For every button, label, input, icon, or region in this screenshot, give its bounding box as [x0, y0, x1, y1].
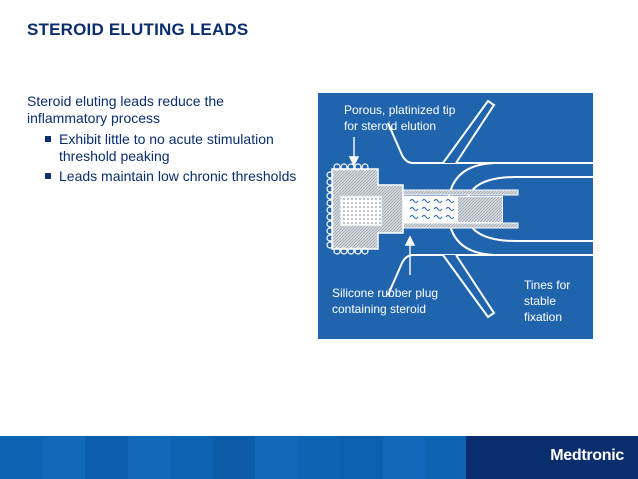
- label-plug-line2: containing steroid: [332, 302, 426, 316]
- bullet-item: Leads maintain low chronic thresholds: [45, 168, 307, 185]
- label-plug-line1: Silicone rubber plug: [332, 286, 438, 300]
- conductor-top: [402, 189, 519, 196]
- bullet-square-icon: [45, 173, 51, 179]
- tines: [442, 99, 496, 319]
- label-tip-line1: Porous, platinized tip: [344, 103, 456, 117]
- conductor-bottom: [402, 222, 519, 229]
- callout-arrows: [348, 137, 416, 275]
- lead-tip-diagram: Porous, platinized tip for steroid eluti…: [318, 93, 593, 339]
- footer-pattern: [0, 436, 469, 479]
- lead-tip-svg: Porous, platinized tip for steroid eluti…: [318, 93, 593, 339]
- footer-bar: Medtronic: [0, 436, 638, 479]
- label-tip-line2: for steroid elution: [344, 119, 436, 133]
- bullet-text: Leads maintain low chronic thresholds: [59, 168, 297, 184]
- bullet-square-icon: [45, 136, 51, 142]
- slide-title: STEROID ELUTING LEADS: [27, 20, 249, 39]
- bullet-text: Exhibit little to no acute stimulation t…: [59, 131, 274, 164]
- bullet-item: Exhibit little to no acute stimulation t…: [45, 131, 307, 165]
- footer-logo-panel: Medtronic: [466, 436, 638, 479]
- label-tines-line3: fixation: [524, 310, 562, 324]
- bullet-list: Exhibit little to no acute stimulation t…: [27, 131, 307, 185]
- label-tines-line2: stable: [524, 294, 556, 308]
- slide-body: Steroid eluting leads reduce the inflamm…: [27, 93, 307, 188]
- medtronic-logo: Medtronic: [550, 447, 624, 464]
- label-tines-line1: Tines for: [524, 278, 570, 292]
- steroid-plug: [403, 196, 503, 223]
- electrode-tip: [326, 163, 404, 255]
- intro-text: Steroid eluting leads reduce the inflamm…: [27, 93, 224, 126]
